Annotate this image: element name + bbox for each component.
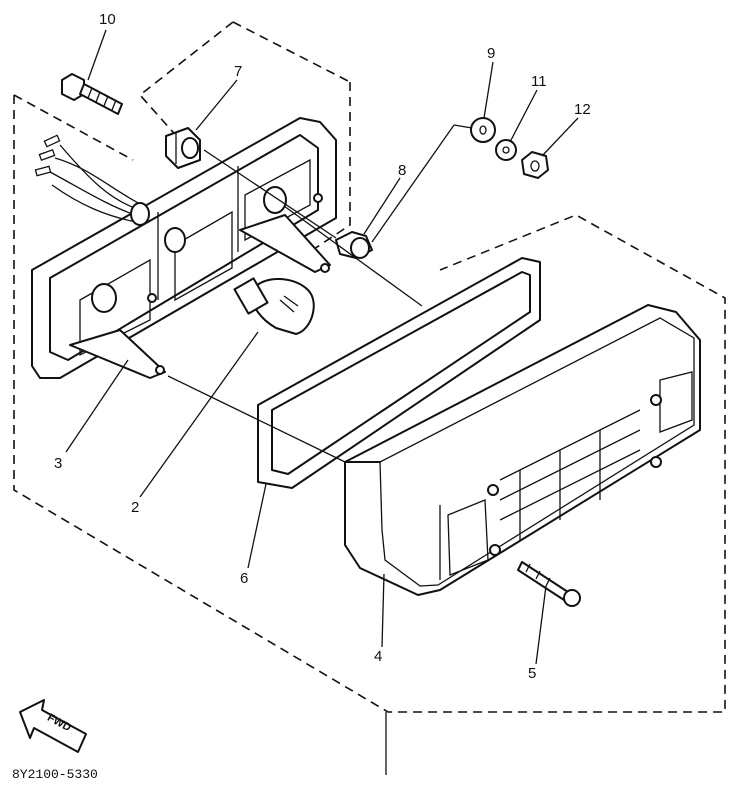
fwd-arrow: FWD <box>19 699 87 753</box>
callout-7: 7 <box>234 63 242 80</box>
nut-part-12 <box>521 151 549 179</box>
callout-3: 3 <box>54 455 62 472</box>
lock-washer-part-11 <box>495 139 517 161</box>
callout-5: 5 <box>528 665 536 682</box>
explode-lines <box>167 124 473 775</box>
grommet-part-7 <box>165 127 201 169</box>
callout-4: 4 <box>374 648 382 665</box>
assembly-boundary <box>13 21 726 713</box>
callout-10: 10 <box>99 11 116 28</box>
callout-11: 11 <box>531 73 547 90</box>
drawing-code: 8Y2100-5330 <box>12 767 98 782</box>
callout-leaders <box>65 29 579 665</box>
callout-8: 8 <box>398 162 406 179</box>
callout-2: 2 <box>131 499 139 516</box>
washer-part-9 <box>470 117 496 143</box>
lens-screw-part-5 <box>517 561 581 607</box>
bulb-part-2 <box>233 277 315 335</box>
collar-part-8 <box>335 231 373 259</box>
callout-6: 6 <box>240 570 248 587</box>
screw-part-10 <box>61 73 123 115</box>
lamp-housing <box>31 117 337 379</box>
callout-9: 9 <box>487 45 495 62</box>
callout-labels: 10 7 8 9 11 12 3 2 6 4 5 <box>54 11 591 682</box>
gasket-part-6 <box>257 257 541 489</box>
callout-12: 12 <box>574 101 591 118</box>
lens-part-4 <box>344 304 701 596</box>
wiring-harness <box>34 134 150 226</box>
